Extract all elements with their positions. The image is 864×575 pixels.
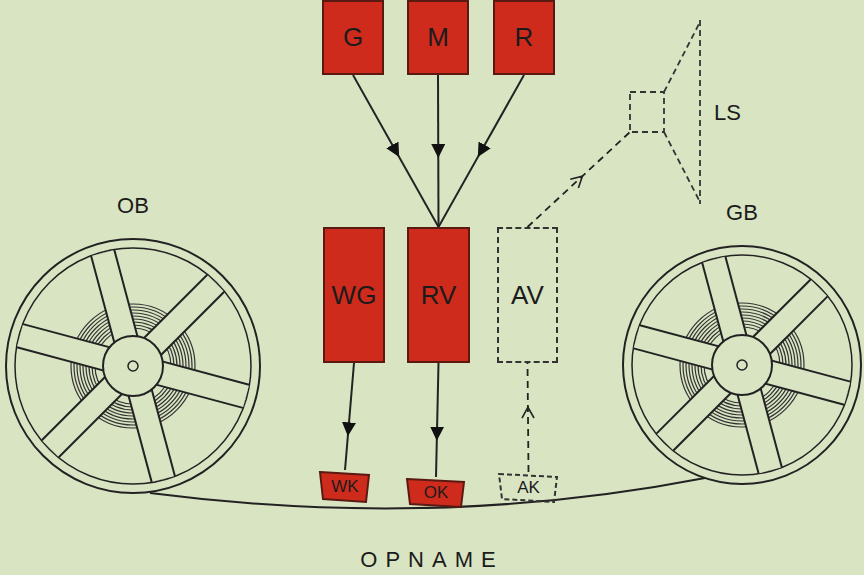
takeup-reel: GB: [621, 244, 863, 486]
playback-head: AK: [497, 472, 560, 504]
supply-reel: OB: [4, 237, 262, 495]
signal-arrow: [345, 363, 354, 470]
node-label: WK: [331, 477, 358, 497]
tape: [150, 478, 705, 508]
record-head: OK: [405, 477, 467, 509]
node-label: AV: [511, 280, 544, 311]
node-label: AK: [517, 478, 540, 498]
erase-head: WK: [318, 470, 372, 504]
generator-box: G: [322, 0, 384, 75]
dashed-signal-arrow: [528, 363, 529, 472]
caption: OPNAME: [0, 547, 864, 573]
node-label: OK: [424, 483, 449, 503]
microphone-box: M: [407, 0, 469, 75]
erase-generator-box: WG: [323, 227, 385, 363]
dashed-signal-arrow: [528, 132, 631, 227]
playback-amplifier-box: AV: [497, 227, 558, 363]
loudspeaker-drawing: [628, 18, 768, 208]
node-label: WG: [332, 280, 377, 311]
radio-box: R: [493, 0, 555, 75]
loudspeaker: LS: [628, 18, 768, 208]
signal-arrow: [436, 363, 439, 477]
record-amplifier-box: RV: [407, 227, 470, 363]
signal-arrow: [437, 75, 440, 227]
node-label: M: [427, 22, 449, 53]
node-label: LS: [714, 100, 741, 126]
node-label: G: [343, 22, 363, 53]
node-label: GB: [726, 200, 758, 226]
signal-arrow: [353, 75, 439, 227]
reel-drawing: [621, 244, 863, 486]
reel-drawing: [4, 237, 262, 495]
node-label: RV: [421, 280, 457, 311]
node-label: R: [515, 22, 534, 53]
signal-arrow: [439, 75, 525, 227]
node-label: OB: [117, 193, 149, 219]
